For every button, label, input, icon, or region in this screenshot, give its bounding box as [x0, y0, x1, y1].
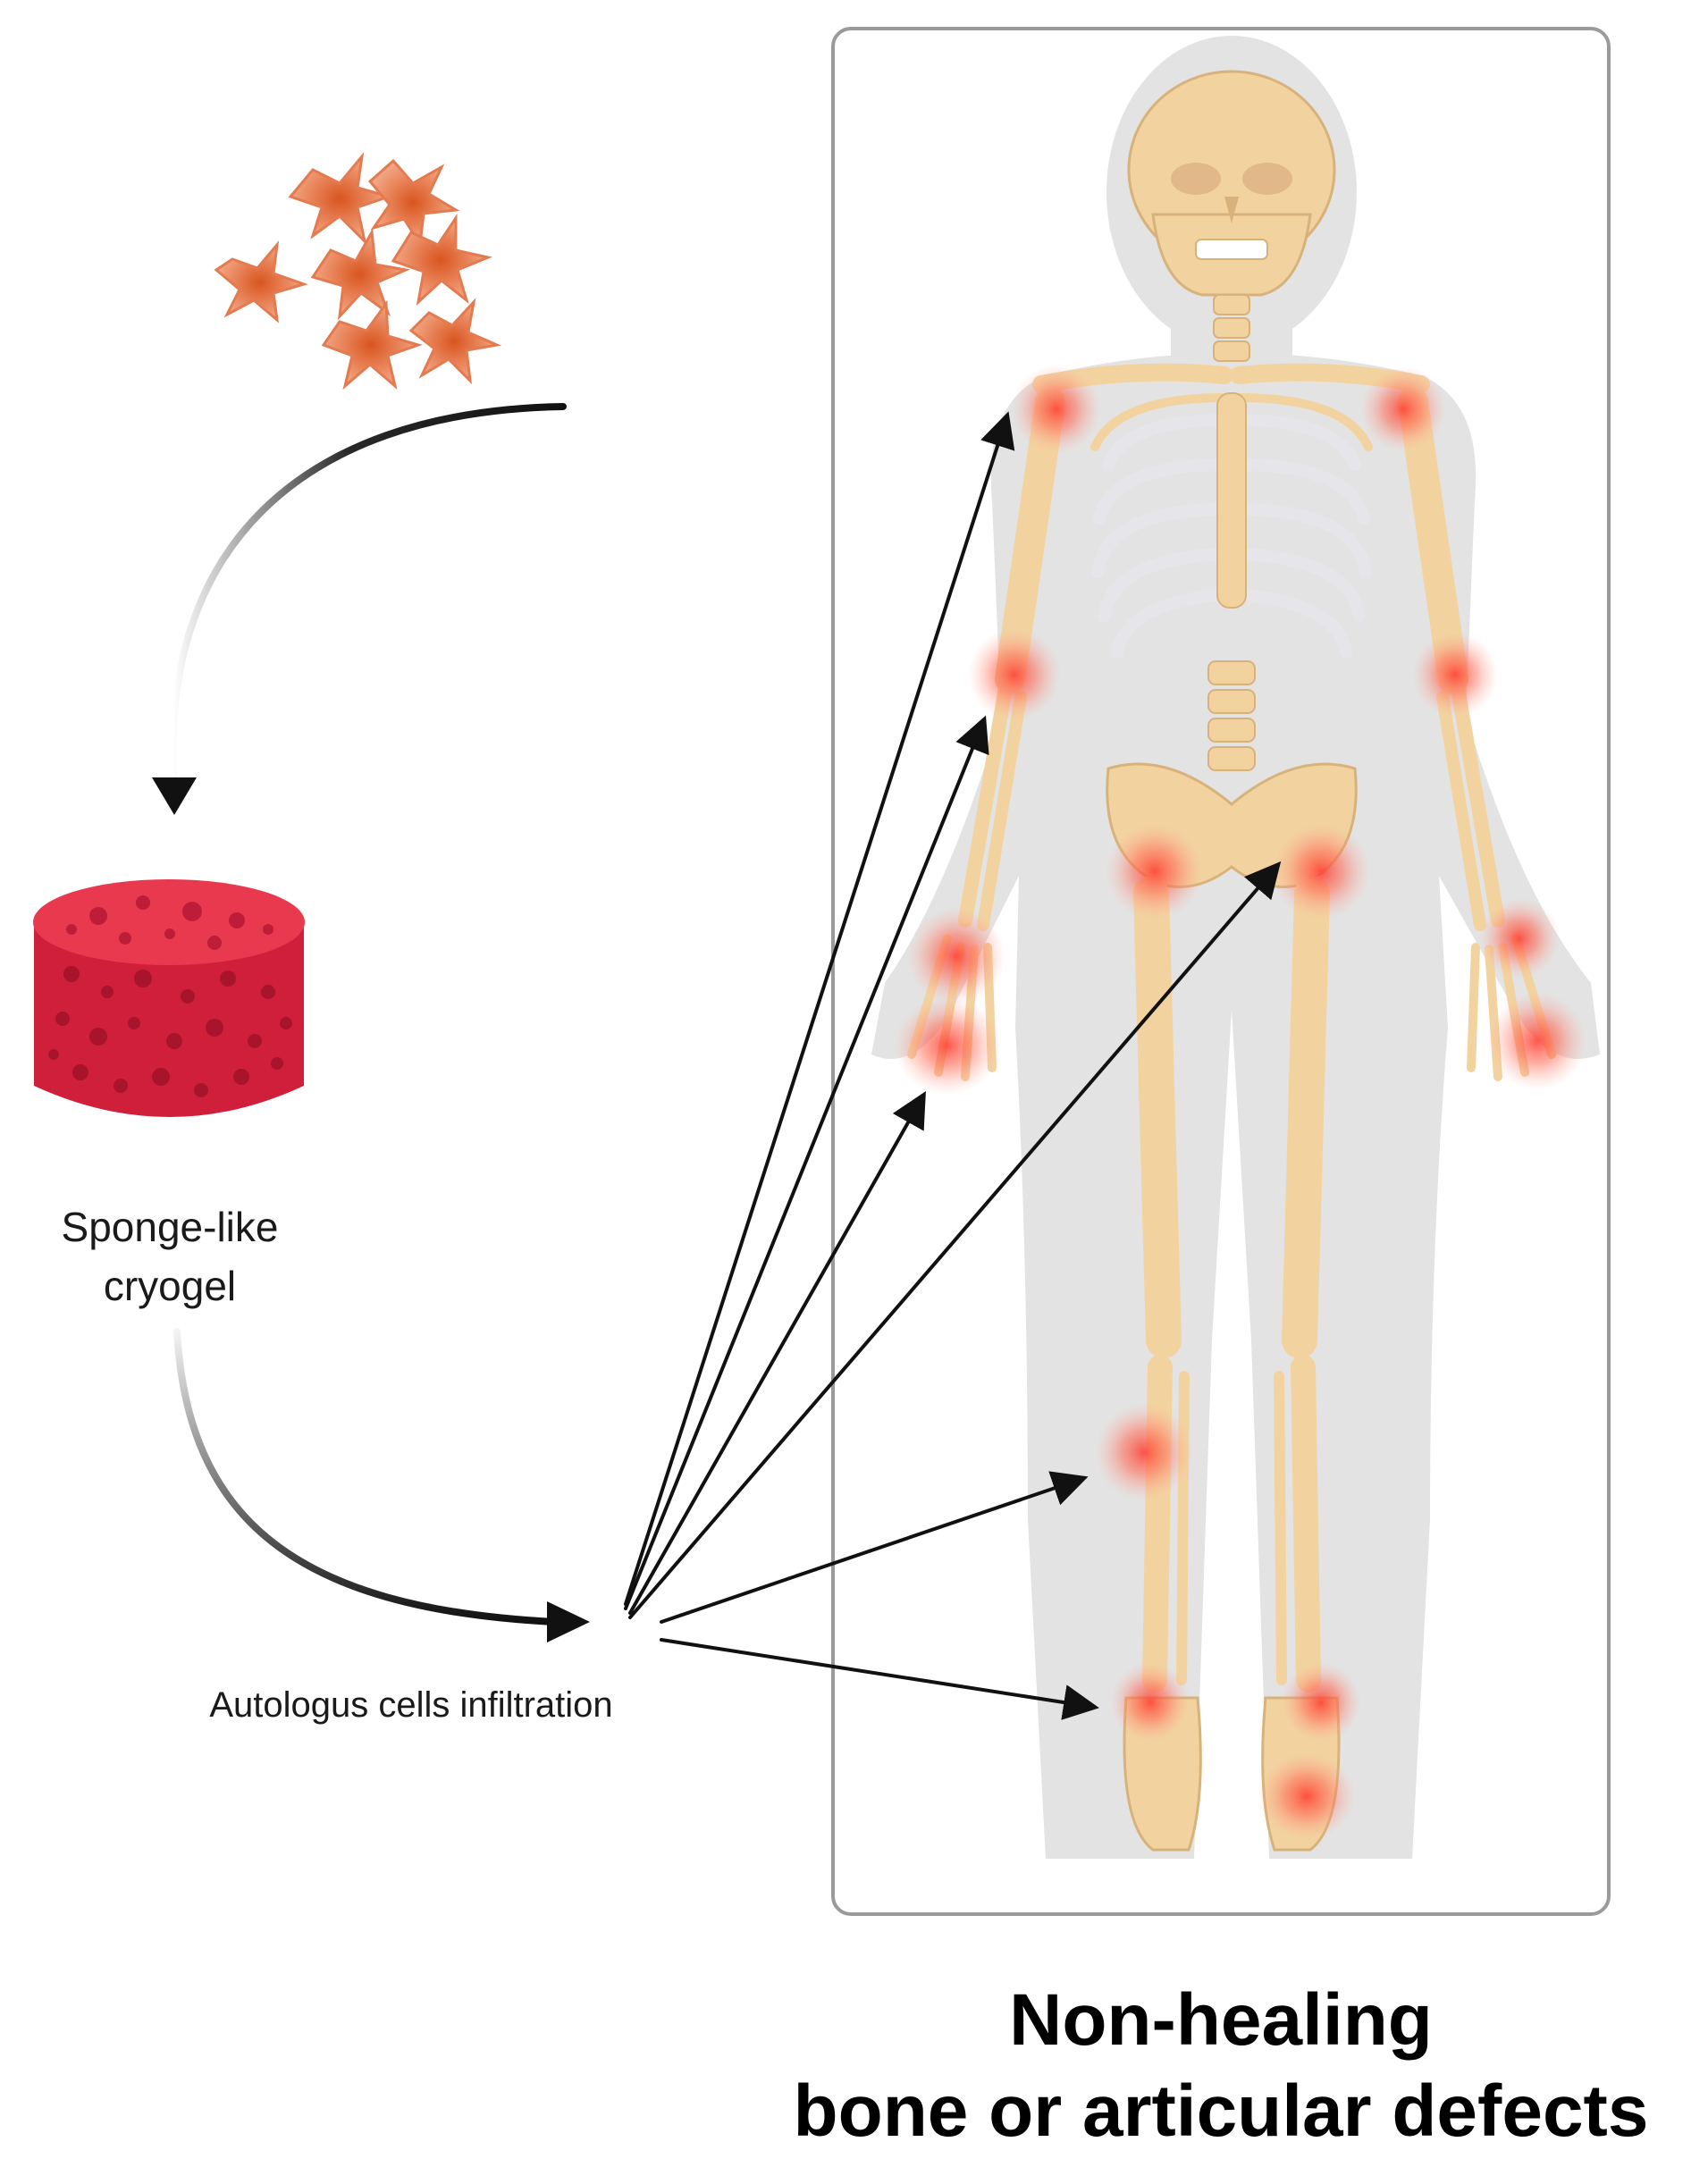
defect-right-hand: [907, 907, 1005, 1005]
cell-cluster-icon: [214, 151, 502, 391]
cryogel-to-infiltration-arrow: [173, 1328, 558, 1625]
defect-right-ankle: [1110, 1662, 1190, 1743]
arrow-to-right-ankle: [660, 1638, 1099, 1720]
title-line2: bone or articular defects: [793, 2071, 1649, 2152]
cryogel-label: Sponge-like cryogel: [18, 1197, 322, 1315]
cryogel-to-infiltration-arrowhead: [547, 1601, 590, 1642]
title-line1: Non-healing: [1009, 1979, 1433, 2061]
arrow-to-right-hand: [628, 1091, 926, 1615]
defect-right-knee: [1095, 1403, 1193, 1501]
defect-left-foot: [1258, 1751, 1356, 1841]
cells-to-cryogel-arrowhead: [152, 777, 197, 815]
arrow-to-right-elbow: [624, 715, 989, 1610]
defect-left-elbow: [1412, 632, 1498, 718]
arrow-to-left-hip: [628, 861, 1282, 1619]
defect-right-shoulder: [1012, 365, 1101, 454]
arrow-to-right-knee: [660, 1471, 1089, 1624]
defect-right-elbow: [968, 628, 1061, 721]
defect-right-hip: [1106, 822, 1204, 920]
defect-left-hip: [1272, 822, 1370, 920]
defect-left-ankle: [1281, 1662, 1361, 1743]
cells-to-cryogel-arrow: [169, 403, 567, 794]
infiltration-label: Autologus cells infiltration: [209, 1685, 613, 1725]
cryogel-sponge-icon: [33, 879, 305, 1117]
infiltration-arrows: [624, 411, 1282, 1720]
figure-title: Non-healing bone or articular defects: [751, 1975, 1691, 2157]
defect-right-fingers: [894, 996, 1001, 1095]
cryogel-label-line2: cryogel: [103, 1263, 237, 1309]
cryogel-label-line1: Sponge-like: [61, 1204, 279, 1250]
defect-sites: [894, 365, 1586, 1841]
defect-left-fingers: [1488, 992, 1586, 1090]
arrow-to-right-shoulder: [624, 411, 1015, 1606]
body-panel: [831, 27, 1611, 1916]
defect-left-hand: [1479, 898, 1560, 979]
defect-left-shoulder: [1360, 366, 1446, 452]
human-skeleton-icon: [871, 36, 1600, 1859]
